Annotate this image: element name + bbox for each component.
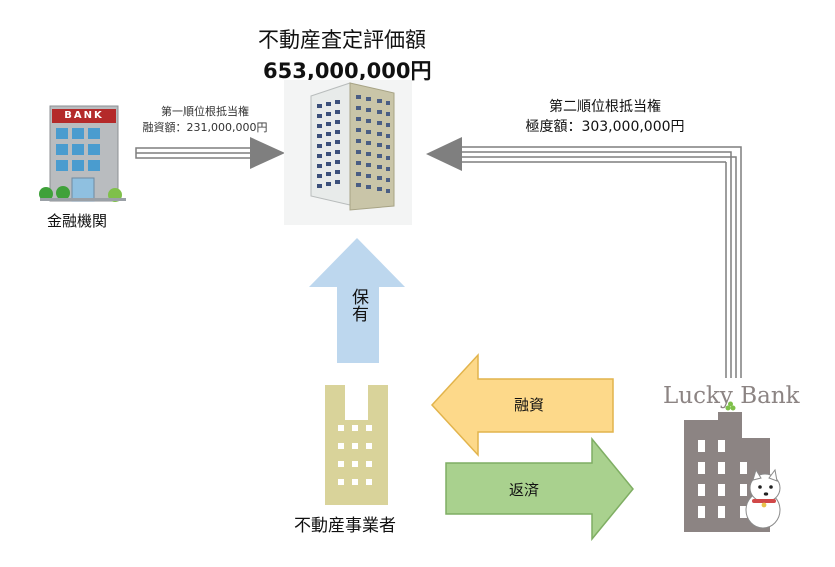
dog-mascot-icon bbox=[745, 468, 781, 529]
repay-label: 返済 bbox=[509, 481, 540, 499]
loan-label: 融資 bbox=[514, 396, 545, 414]
lucky-bank-logo: Lucky Bank bbox=[663, 383, 800, 409]
first-mortgage-title: 第一順位根抵当権 bbox=[161, 105, 249, 118]
second-mortgage-title: 第二順位根抵当権 bbox=[549, 99, 661, 115]
business-building-icon bbox=[325, 385, 388, 505]
office-tower-image bbox=[284, 80, 412, 225]
loan-arrow bbox=[430, 353, 614, 457]
ownership-arrow bbox=[309, 238, 405, 363]
bank-building-icon bbox=[39, 105, 126, 202]
first-mortgage-amount: 融資額：231,000,000円 bbox=[142, 121, 268, 134]
repay-arrow bbox=[445, 436, 634, 542]
bank-sign: BANK bbox=[64, 110, 104, 121]
bank-to-property-connector bbox=[135, 137, 285, 169]
business-label: 不動産事業者 bbox=[294, 516, 396, 536]
property-title: 不動産査定評価額 bbox=[258, 28, 426, 52]
connector-arrowhead-left bbox=[426, 137, 462, 171]
property-value: 653,000,000円 bbox=[263, 59, 432, 83]
luckybank-to-property-connector bbox=[426, 137, 742, 378]
second-mortgage-amount: 極度額：303,000,000円 bbox=[525, 119, 685, 135]
clover-icon bbox=[725, 401, 736, 411]
ownership-label: 保有 bbox=[348, 288, 368, 322]
bank-label: 金融機関 bbox=[47, 212, 108, 230]
connector-arrowhead-right bbox=[250, 137, 285, 169]
